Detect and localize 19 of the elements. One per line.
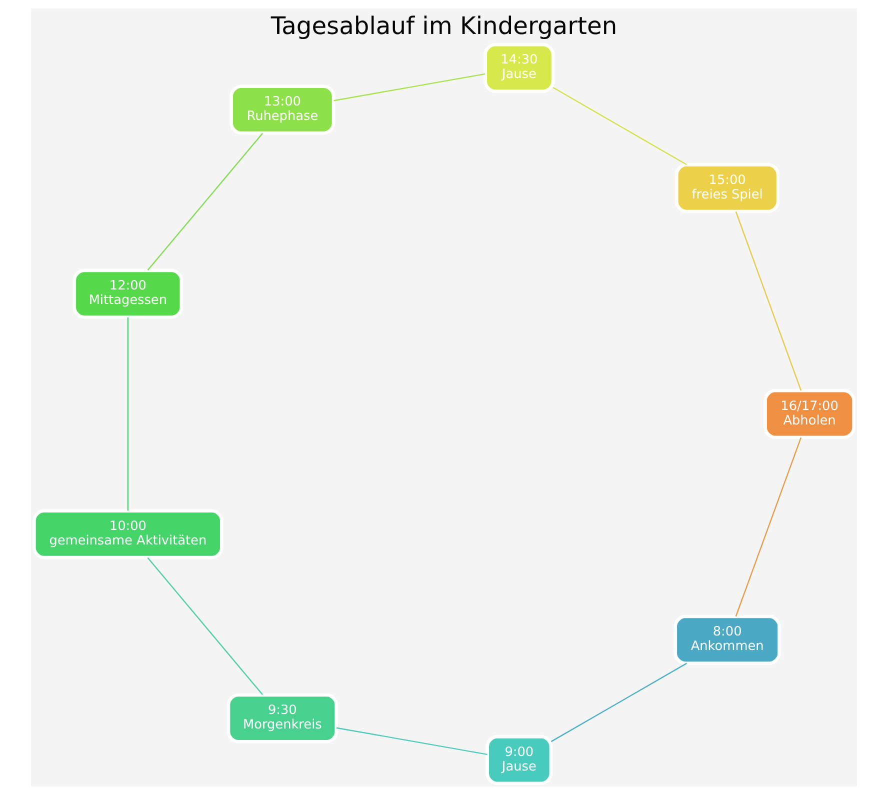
connector (334, 73, 486, 102)
connector (735, 211, 802, 391)
node-box: 15:00 freies Spiel (675, 163, 780, 214)
node-box: 8:00 Ankommen (674, 614, 781, 665)
node-box: 9:00 Jause (486, 735, 553, 785)
node-box: 10:00 gemeinsame Aktivitäten (32, 509, 224, 560)
connector (147, 557, 264, 696)
connector (735, 437, 802, 617)
connector (550, 662, 687, 742)
connector (147, 132, 264, 270)
node-box: 9:30 Morgenkreis (226, 693, 338, 744)
node-box: 12:00 Mittagessen (72, 268, 184, 319)
node-box: 16/17:00 Abholen (764, 389, 856, 439)
connector (552, 86, 687, 166)
node-box: 13:00 Ruhephase (230, 84, 336, 135)
node-box: 14:30 Jause (484, 42, 555, 93)
connector (127, 317, 129, 511)
diagram-title: Tagesablauf im Kindergarten (270, 12, 618, 40)
connector (336, 727, 488, 756)
